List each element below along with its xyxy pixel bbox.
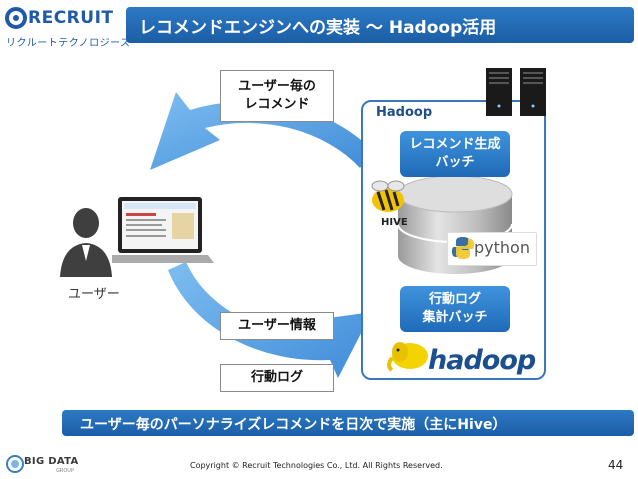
bigdata-logo-subtext: GROUP: [56, 468, 74, 474]
label-user-recommend-line1: ユーザー毎の: [238, 79, 316, 94]
recommend-batch-box: レコメンド生成 バッチ: [400, 131, 510, 177]
recommend-batch-line1: レコメンド生成: [409, 137, 501, 152]
label-action-log-text: 行動ログ: [250, 370, 303, 385]
server-icon: [486, 68, 546, 116]
title-bar: [126, 7, 634, 43]
log-batch-line1: 行動ログ: [428, 292, 481, 307]
copyright-text: Copyright © Recruit Technologies Co., Lt…: [190, 461, 443, 470]
log-batch-line2: 集計バッチ: [422, 310, 488, 325]
bigdata-logo-icon: [6, 455, 24, 473]
user-label: ユーザー: [68, 287, 120, 302]
log-batch-box: 行動ログ 集計バッチ: [400, 286, 510, 332]
bigdata-logo-text: BIG DATA: [24, 456, 79, 467]
hadoop-elephant-icon: [387, 342, 428, 372]
page-number: 44: [608, 458, 624, 472]
recruit-logo: [5, 7, 27, 29]
label-action-log: 行動ログ: [220, 364, 334, 392]
hive-bee-icon: [371, 180, 405, 212]
logo-text: RECRUIT: [28, 8, 114, 28]
label-user-recommend-line2: レコメンド: [244, 97, 310, 112]
laptop-icon: [112, 197, 214, 263]
recommend-batch-line2: バッチ: [435, 155, 475, 170]
hadoop-box-title: Hadoop: [376, 105, 433, 120]
hadoop-logo-text: hadoop: [428, 345, 536, 376]
summary-text: ユーザー毎のパーソナライズレコメンドを日次で実施（主にHive）: [80, 417, 507, 433]
hive-logo-text: HIVE: [381, 217, 408, 228]
summary-bar: [62, 410, 634, 436]
arrow-lower: [168, 262, 372, 378]
slide-title: レコメンドエンジンへの実装 〜 Hadoop活用: [139, 18, 497, 38]
label-user-recommend: ユーザー毎の レコメンド: [220, 70, 334, 122]
label-user-info: ユーザー情報: [220, 312, 334, 340]
python-icon: [452, 237, 474, 259]
label-user-info-text: ユーザー情報: [238, 318, 316, 333]
user-silhouette-icon: [60, 208, 112, 277]
python-logo-text: python: [474, 238, 530, 257]
logo-subtext: リクルートテクノロジーズ: [6, 38, 131, 49]
arrow-upper: [150, 92, 372, 170]
